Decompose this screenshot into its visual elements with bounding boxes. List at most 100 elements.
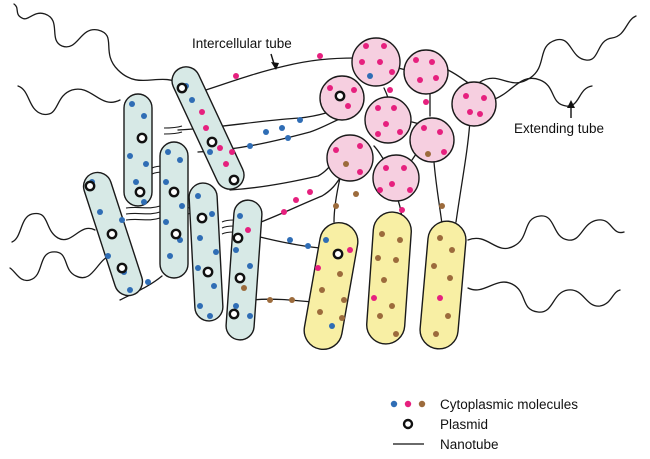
molecule-blue [163,179,169,185]
molecule-brown [437,235,443,241]
molecule-pink [375,131,381,137]
molecule-pink [377,187,383,193]
plasmid [202,266,214,278]
molecule-brown [241,285,247,291]
molecule-pink [429,59,435,65]
round-cell-pink-5 [364,96,412,144]
molecule-blue [163,219,169,225]
plasmid [116,262,128,274]
cytoplasmic-molecules [89,43,487,337]
molecule-blue [263,129,269,135]
round-cell-pink-7 [326,134,374,182]
legend-brown-molecule [418,400,426,408]
molecule-brown [337,271,343,277]
molecule-brown [289,297,295,303]
tube-top [189,57,357,96]
legend: Cytoplasmic molecules Plasmid Nanotube [390,397,578,452]
molecule-blue [305,243,311,249]
molecule-pink [371,295,377,301]
molecule-brown [425,151,431,157]
tube-d1 [333,177,341,223]
molecule-blue [297,117,303,123]
molecule-pink [203,125,209,131]
molecule-blue [329,323,335,329]
tube-b3 [229,157,337,191]
molecule-pink [381,43,387,49]
tube-b7 [119,275,163,301]
molecule-blue [141,113,147,119]
plasmid [206,136,218,148]
rod-cell-yellow-8 [366,211,412,345]
molecule-pink [433,75,439,81]
plasmid [196,212,208,224]
extending-tubes [9,3,637,313]
molecule-blue [141,199,147,205]
molecule-blue [233,247,239,253]
molecule-brown [445,313,451,319]
molecule-pink [307,189,313,195]
molecule-pink [391,105,397,111]
molecule-blue [195,193,201,199]
molecule-pink [417,77,423,83]
rod-cell-blue-3 [159,141,189,279]
molecule-brown [339,315,345,321]
molecule-blue [247,263,253,269]
extending-tube-top-left-2 [17,85,121,116]
tube-b6 [251,298,313,303]
molecule-pink [397,129,403,135]
molecule-blue [279,125,285,131]
molecule-brown [319,287,325,293]
molecule-pink [375,105,381,111]
molecule-pink [347,247,353,253]
plasmid [136,132,148,144]
legend-plasmid-icon [402,418,414,430]
molecule-pink [467,109,473,115]
round-cell-pink-1 [351,37,401,87]
molecule-brown [433,331,439,337]
molecule-blue [213,249,219,255]
plasmid [228,308,240,320]
molecule-brown [393,257,399,263]
tube-c6 [373,145,385,161]
molecule-pink [351,87,357,93]
molecule-brown [439,203,445,209]
molecule-pink [383,165,389,171]
molecule-blue [97,209,103,215]
molecule-pink [315,265,321,271]
molecule-pink [345,103,351,109]
molecule-pink [245,227,251,233]
plasmid [170,228,182,240]
extending-tube-left [11,212,96,243]
molecule-blue [143,161,149,167]
extending-tube-label-group: Extending tube [514,100,604,136]
molecule-brown [267,297,273,303]
round-cell-pink-2 [403,49,449,95]
intercellular-tube-label: Intercellular tube [192,36,292,51]
molecule-brown [447,275,453,281]
extending-tube-left-2 [9,251,111,282]
tube-d4 [455,119,471,223]
molecule-pink [281,209,287,215]
molecule-pink [401,165,407,171]
molecule-blue [165,149,171,155]
extending-tube-right [467,215,625,250]
molecule-blue [237,213,243,219]
extending-tube-right-2 [467,281,621,313]
molecule-brown [379,231,385,237]
molecule-pink [463,93,469,99]
plasmid [84,180,96,192]
molecule-brown [397,237,403,243]
molecule-pink [363,43,369,49]
round-cell-pink-8 [372,154,420,202]
legend-cytoplasmic-label: Cytoplasmic molecules [440,397,578,412]
intercellular-tube-arrow-head [271,62,279,70]
molecule-pink [407,187,413,193]
plasmid [332,248,344,260]
tube-b4 [255,177,341,225]
molecule-blue [127,287,133,293]
molecule-pink [293,197,299,203]
rod-cell-yellow-9 [419,220,467,350]
molecule-brown [353,191,359,197]
molecule-blue [209,211,215,217]
